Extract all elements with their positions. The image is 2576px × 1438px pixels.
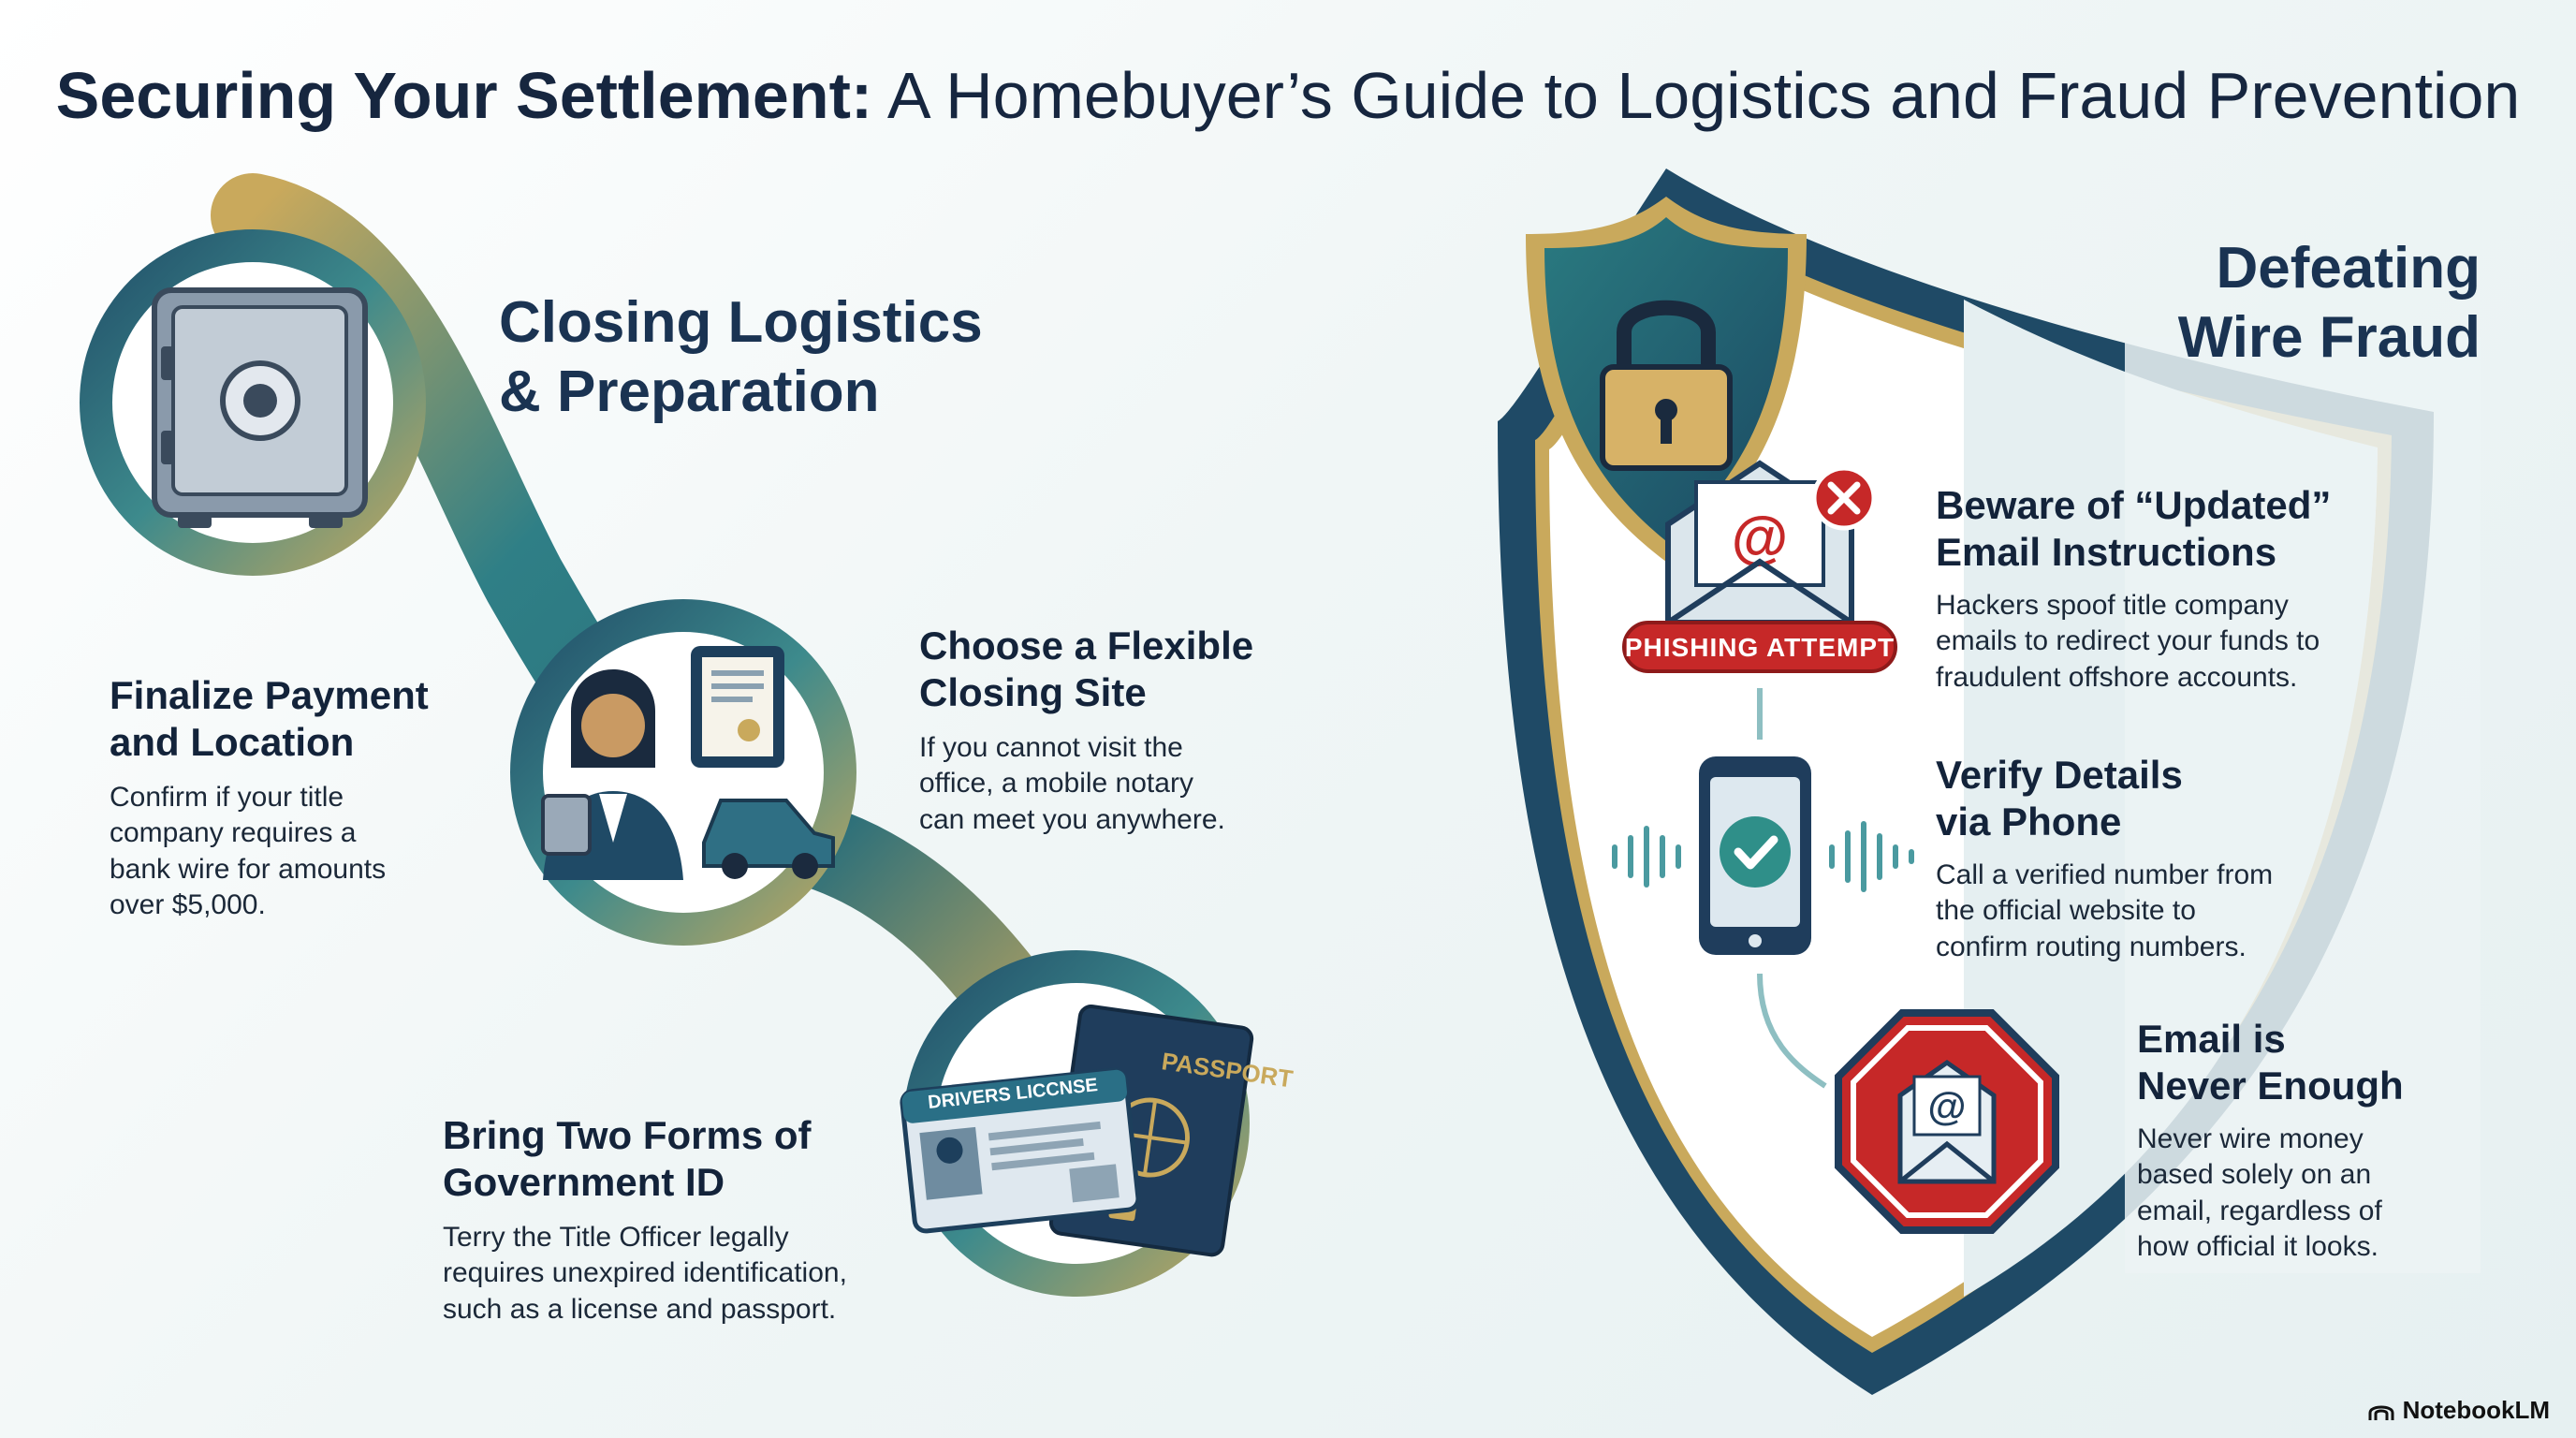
left-section-heading: Closing Logistics & Preparation xyxy=(499,288,983,428)
title-rest: A Homebuyer’s Guide to Logistics and Fra… xyxy=(886,59,2521,132)
phishing-email-icon: @ xyxy=(1665,460,1877,625)
left-heading-line1: Closing Logistics xyxy=(499,290,983,355)
safe-icon xyxy=(80,229,426,576)
phone-verify-icon xyxy=(1612,756,1914,955)
item-heading: Beware of “Updated”Email Instructions xyxy=(1936,483,2332,574)
right-heading-line2: Wire Fraud xyxy=(2177,305,2481,371)
phishing-badge: PHISHING ATTEMPT xyxy=(1622,621,1897,673)
notary-icon xyxy=(510,599,856,946)
stop-email-icon: @ xyxy=(1835,1009,2059,1234)
item-beware-email: Beware of “Updated”Email Instructions Ha… xyxy=(1936,482,2385,696)
title-bold: Securing Your Settlement: xyxy=(55,59,873,132)
notebooklm-logo-icon xyxy=(2368,1405,2394,1420)
phishing-badge-label: PHISHING ATTEMPT xyxy=(1625,633,1895,662)
svg-text:@: @ xyxy=(1928,1084,1967,1128)
right-heading-line1: Defeating xyxy=(2216,236,2481,301)
left-heading-line2: & Preparation xyxy=(499,360,880,425)
right-section-heading: Defeating Wire Fraud xyxy=(2106,234,2481,374)
notebooklm-brand: NotebookLM xyxy=(2367,1396,2550,1425)
shield-connectors xyxy=(1757,688,1827,1089)
brand-label: NotebookLM xyxy=(2402,1396,2550,1424)
id-cards-icon: PASSPORT DRIVERS LICCNSE xyxy=(900,950,1295,1297)
page-title: Securing Your Settlement: A Homebuyer’s … xyxy=(0,58,2576,133)
lock-shield-icon xyxy=(1526,197,1807,562)
